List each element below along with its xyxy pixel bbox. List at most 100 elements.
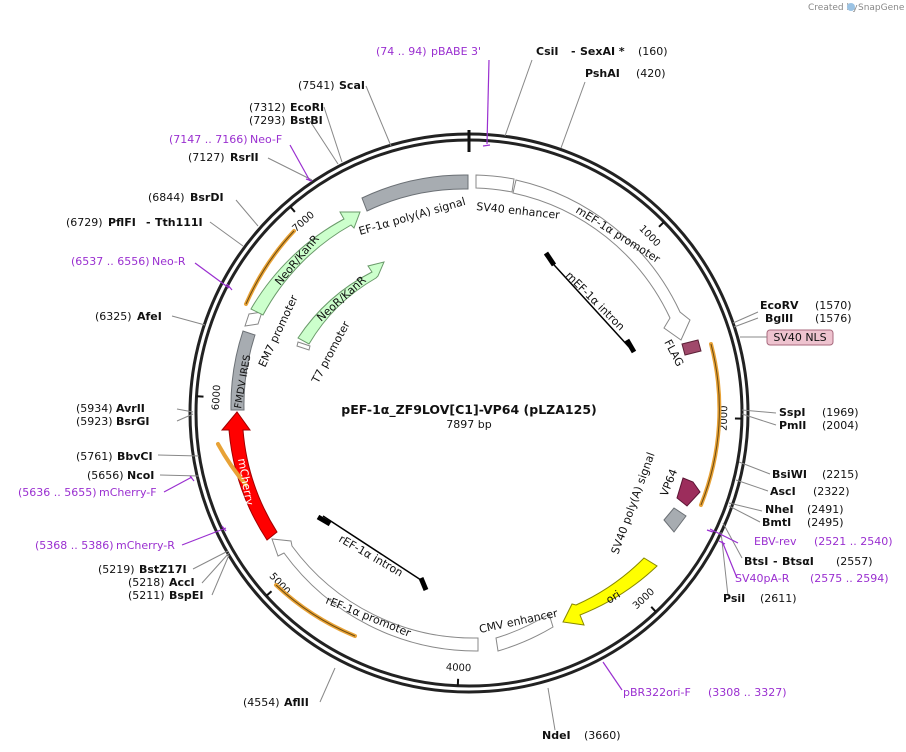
bp-tick-label-6000: 6000 (211, 384, 224, 410)
primer-sv40pa-r-range: (2575 .. 2594) (810, 572, 889, 585)
site-aflii-pos: (4554) (243, 696, 280, 709)
site-ecorv[interactable]: EcoRV (760, 299, 799, 312)
primer-ebv-rev-range: (2521 .. 2540) (814, 535, 893, 548)
primer-mcherry-f-range: (5636 .. 5655) (18, 486, 97, 499)
primer-bar-cores (245, 230, 720, 637)
site-bmti[interactable]: BmtI (762, 516, 791, 529)
primer-neo-r[interactable]: Neo-R (152, 255, 186, 268)
primer-neo-r-range: (6537 .. 6556) (71, 255, 150, 268)
site-rsrii[interactable]: RsrII (230, 151, 259, 164)
site-avrii-pos: (5934) (76, 402, 113, 415)
primer-pbr322ori-f[interactable]: pBR322ori-F (623, 686, 691, 699)
site-asci-pos: (2322) (813, 485, 850, 498)
site-psii[interactable]: PsiI (723, 592, 745, 605)
primer-mcherry-r[interactable]: mCherry-R (116, 539, 175, 552)
site-bspei[interactable]: BspEI (169, 589, 203, 602)
feature-ring (220, 174, 702, 652)
site-ndei[interactable]: NdeI (542, 729, 571, 742)
site-afei-pos: (6325) (95, 310, 132, 323)
site-acci[interactable]: AccI (169, 576, 195, 589)
feature-neor-kanr-inner[interactable] (297, 261, 385, 345)
site-btsi[interactable]: BtsI (744, 555, 768, 568)
bp-tick-3000 (650, 606, 657, 613)
primer-labels: (74 .. 94) pBABE 3' EBV-rev (2521 .. 254… (18, 45, 893, 699)
site-pmli[interactable]: PmlI (779, 419, 806, 432)
site-bbvci-pos: (5761) (76, 450, 113, 463)
site-tth111i[interactable]: Tth111I (155, 216, 203, 229)
primer-pbabe3[interactable]: pBABE 3' (431, 45, 481, 58)
feature-em7-promoter[interactable] (244, 311, 263, 327)
feature-mcherry[interactable] (220, 411, 278, 541)
site-bstbi-pos: (7293) (249, 114, 286, 127)
site-avrii[interactable]: AvrII (116, 402, 145, 415)
feature-ref1a-promoter[interactable] (271, 538, 479, 652)
site-bsrgi-pos: (5923) (76, 415, 113, 428)
site-bstz17i-pos: (5219) (98, 563, 135, 576)
feature-t7-promoter[interactable] (296, 341, 311, 351)
feature-cmv-enhancer[interactable] (495, 613, 554, 652)
site-btsi-pos: (2557) (836, 555, 873, 568)
bp-tick-label-2000: 2000 (719, 405, 731, 431)
site-bmti-pos: (2495) (807, 516, 844, 529)
site-rsrii-pos: (7127) (188, 151, 225, 164)
primer-pbr322ori-f-range: (3308 .. 3327) (708, 686, 787, 699)
feature-ref1a-intron[interactable] (316, 514, 429, 591)
site-ecori[interactable]: EcoRI (290, 101, 324, 114)
label-mcherry: mCherry (235, 457, 256, 507)
site-tth111i-prefix: - (146, 216, 151, 229)
site-psii-pos: (2611) (760, 592, 797, 605)
feature-sv40-polya[interactable] (663, 507, 687, 533)
site-bsrgi[interactable]: BsrGI (116, 415, 149, 428)
primer-ebv-rev[interactable]: EBV-rev (754, 535, 797, 548)
snapgene-branding: Created by SnapGene (808, 3, 905, 13)
site-nhei-pos: (2491) (807, 503, 844, 516)
site-scai[interactable]: ScaI (339, 79, 365, 92)
primer-mcherry-f[interactable]: mCherry-F (99, 486, 157, 499)
site-sexai-prefix: - (571, 45, 576, 58)
bp-tick-label-4000: 4000 (446, 662, 472, 674)
site-ncoi[interactable]: NcoI (127, 469, 154, 482)
site-pshai[interactable]: PshAI (585, 67, 620, 80)
primer-pbabe3-range: (74 .. 94) (376, 45, 427, 58)
site-pmli-pos: (2004) (822, 419, 859, 432)
primer-mcherry-r-range: (5368 .. 5386) (35, 539, 114, 552)
feature-mef1a-promoter[interactable] (512, 179, 691, 341)
site-csii-pos: (160) (638, 45, 668, 58)
site-pflfi-pos: (6729) (66, 216, 103, 229)
site-aflii[interactable]: AflII (284, 696, 309, 709)
site-bsrdi-pos: (6844) (148, 191, 185, 204)
feature-mef1a-intron[interactable] (543, 251, 637, 354)
feature-sv40-enhancer[interactable] (475, 174, 515, 193)
sv40-nls-pill[interactable]: SV40 NLS (740, 329, 834, 346)
site-bbvci[interactable]: BbvCI (117, 450, 153, 463)
site-bstbi[interactable]: BstBI (290, 114, 323, 127)
site-asci[interactable]: AscI (770, 485, 796, 498)
feature-flag[interactable] (681, 339, 702, 356)
site-sexai[interactable]: SexAI * (580, 45, 625, 58)
feature-fmdv-ires[interactable] (230, 330, 256, 411)
site-pflfi[interactable]: PflFI (108, 216, 136, 229)
label-sv40-polya: SV40 poly(A) signal (609, 451, 658, 556)
svg-text:Created by: Created by (808, 3, 858, 13)
feature-neor-kanr[interactable] (250, 211, 361, 316)
feature-vp64[interactable] (676, 477, 701, 507)
bp-tick-5000 (265, 590, 273, 597)
feature-ef1a-polya[interactable] (361, 174, 469, 212)
primer-sv40pa-r[interactable]: SV40pA-R (735, 572, 790, 585)
plasmid-length: 7897 bp (446, 418, 491, 431)
site-nhei[interactable]: NheI (765, 503, 794, 516)
site-bstz17i[interactable]: BstZ17I (139, 563, 187, 576)
label-vp64: VP64 (658, 467, 681, 498)
site-btsai[interactable]: BtsαI (782, 555, 814, 568)
site-sspi[interactable]: SspI (779, 406, 805, 419)
site-afei[interactable]: AfeI (137, 310, 162, 323)
site-bglii[interactable]: BglII (765, 312, 793, 325)
site-bsiwi[interactable]: BsiWI (772, 468, 807, 481)
label-neor-kanr-inner: NeoR/KanR (314, 273, 369, 324)
primer-neo-f[interactable]: Neo-F (250, 133, 282, 146)
site-ecorv-pos: (1570) (815, 299, 852, 312)
site-bsrdi[interactable]: BsrDI (190, 191, 224, 204)
feature-ori[interactable] (562, 557, 658, 626)
site-csii[interactable]: CsiI (536, 45, 558, 58)
